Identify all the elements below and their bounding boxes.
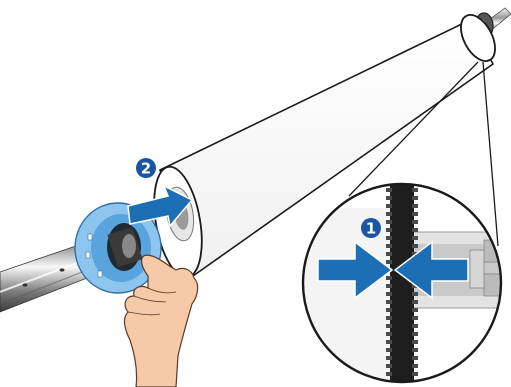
ring-rib [386,316,392,320]
ring-rib [386,276,392,280]
ring-rib [412,300,418,304]
ring-rib [412,204,418,208]
ring-rib [386,196,392,200]
ring-rib [412,324,418,328]
svg-text:2: 2 [141,160,151,178]
ring-rib [412,332,418,336]
ring-rib [412,372,418,376]
ring-rib [386,220,392,224]
ring-rib [412,196,418,200]
ring-rib [386,356,392,360]
step-badge-1: 1 [361,218,381,238]
ring-rib [412,236,418,240]
ring-rib [386,236,392,240]
ring-rib [386,228,392,232]
step-badge-2: 2 [136,158,156,178]
ring-rib [386,252,392,256]
ring-rib [386,300,392,304]
ring-rib [412,316,418,320]
ring-rib [386,372,392,376]
ring-rib [412,228,418,232]
ring-rib [386,188,392,192]
ring-rib [412,348,418,352]
ring-rib [412,220,418,224]
ring-rib [386,364,392,368]
svg-text:1: 1 [366,220,376,238]
ring-rib [412,340,418,344]
ring-rib [386,324,392,328]
ring-rib [412,356,418,360]
ring-rib [386,244,392,248]
ring-rib [386,308,392,312]
ring-rib [386,348,392,352]
ring-rib [412,292,418,296]
ring-rib [412,188,418,192]
ring-rib [386,292,392,296]
ring-rib [386,284,392,288]
ring-rib [412,244,418,248]
ring-rib [412,364,418,368]
ring-rib [386,332,392,336]
ring-rib [386,340,392,344]
ring-rib [386,260,392,264]
ring-rib [412,212,418,216]
ring-rib [412,308,418,312]
ring-rib [386,212,392,216]
ring-rib [386,204,392,208]
